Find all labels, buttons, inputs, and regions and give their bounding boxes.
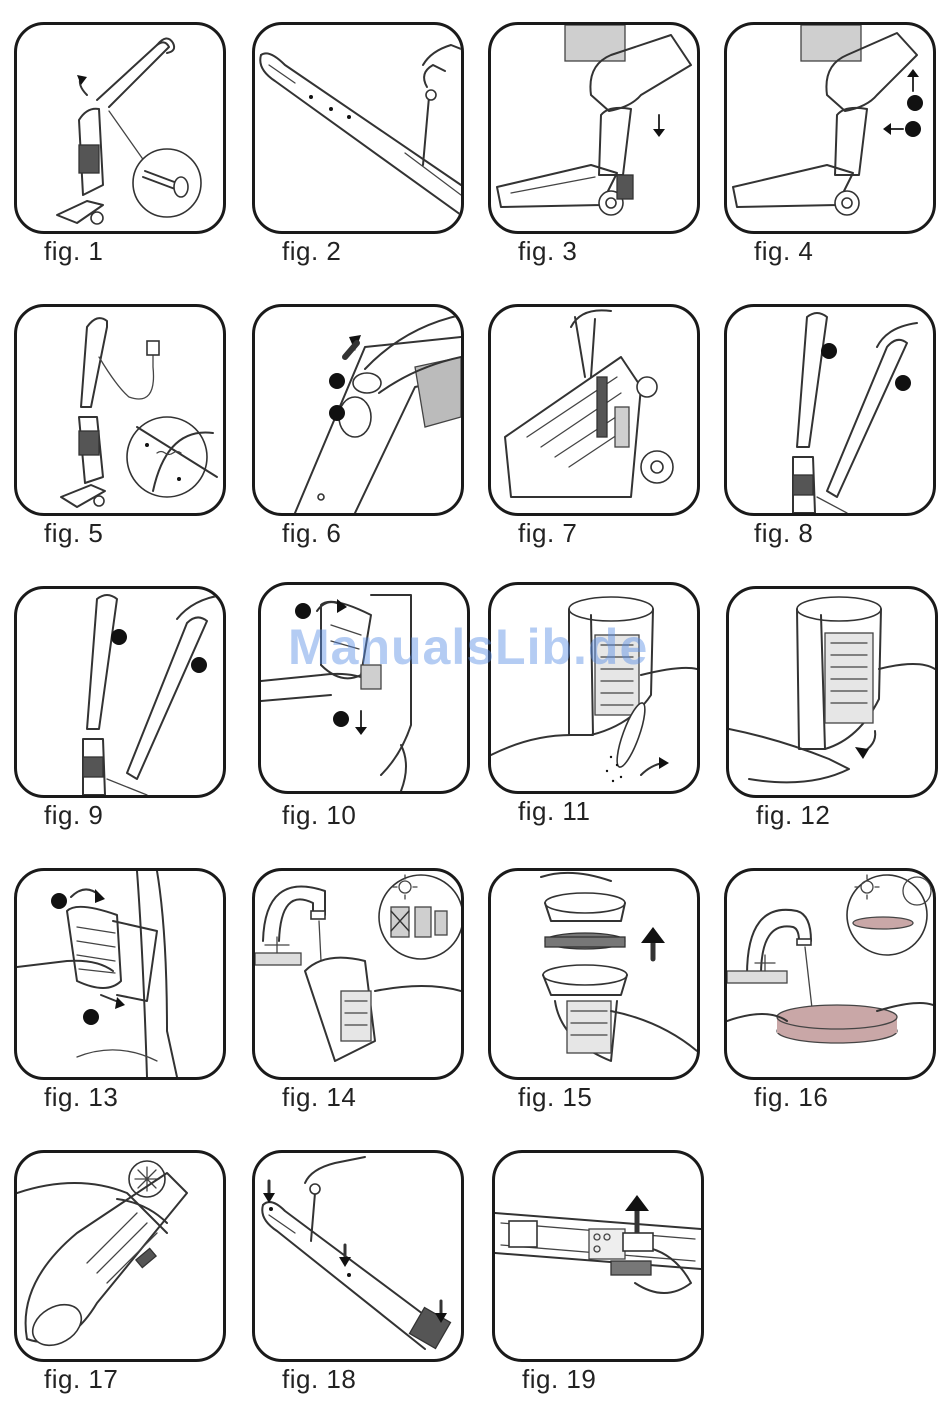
figure-16-caption: fig. 16 — [754, 1082, 828, 1113]
figure-14: fig. 14 — [252, 868, 488, 1138]
figure-13-caption: fig. 13 — [44, 1082, 118, 1113]
figure-16: fig. 16 — [724, 868, 950, 1138]
figure-7: fig. 7 — [488, 304, 724, 574]
figure-1: fig. 1 — [14, 22, 250, 292]
figure-8-illustration — [724, 304, 936, 516]
figure-5-caption: fig. 5 — [44, 518, 103, 549]
figure-9: fig. 9 — [14, 586, 250, 856]
figure-4-illustration — [724, 22, 936, 234]
figure-15-caption: fig. 15 — [518, 1082, 592, 1113]
figure-17-caption: fig. 17 — [44, 1364, 118, 1395]
figure-10-illustration — [258, 582, 470, 794]
figure-9-caption: fig. 9 — [44, 800, 103, 831]
figure-6-caption: fig. 6 — [282, 518, 341, 549]
figure-4-caption: fig. 4 — [754, 236, 813, 267]
figure-8-caption: fig. 8 — [754, 518, 813, 549]
figure-14-illustration — [252, 868, 464, 1080]
figure-11-illustration — [488, 582, 700, 794]
figure-15: fig. 15 — [488, 868, 724, 1138]
figure-9-illustration — [14, 586, 226, 798]
figure-2-illustration — [252, 22, 464, 234]
figure-13-illustration — [14, 868, 226, 1080]
figure-11-caption: fig. 11 — [518, 796, 590, 827]
figure-14-caption: fig. 14 — [282, 1082, 356, 1113]
figure-12-caption: fig. 12 — [756, 800, 830, 831]
figure-18: fig. 18 — [252, 1150, 488, 1420]
figure-12: fig. 12 — [726, 586, 950, 856]
figure-17-illustration — [14, 1150, 226, 1362]
figure-19-caption: fig. 19 — [522, 1364, 596, 1395]
figure-3-caption: fig. 3 — [518, 236, 577, 267]
figure-17: fig. 17 — [14, 1150, 250, 1420]
figure-18-illustration — [252, 1150, 464, 1362]
figure-3-illustration — [488, 22, 700, 234]
figure-2: fig. 2 — [252, 22, 488, 292]
figure-15-illustration — [488, 868, 700, 1080]
figure-1-illustration — [14, 22, 226, 234]
figure-19-illustration — [492, 1150, 704, 1362]
figure-10: fig. 10 — [258, 582, 494, 852]
figure-6-illustration — [252, 304, 464, 516]
figure-12-illustration — [726, 586, 938, 798]
figure-11: fig. 11 — [488, 582, 724, 852]
figure-18-caption: fig. 18 — [282, 1364, 356, 1395]
figure-2-caption: fig. 2 — [282, 236, 341, 267]
figure-16-illustration — [724, 868, 936, 1080]
figure-8: fig. 8 — [724, 304, 950, 574]
figure-5: fig. 5 — [14, 304, 250, 574]
figure-19: fig. 19 — [492, 1150, 728, 1420]
figure-10-caption: fig. 10 — [282, 800, 356, 831]
figure-7-illustration — [488, 304, 700, 516]
figure-1-caption: fig. 1 — [44, 236, 103, 267]
figure-4: fig. 4 — [724, 22, 950, 292]
figure-7-caption: fig. 7 — [518, 518, 577, 549]
figure-3: fig. 3 — [488, 22, 724, 292]
figure-6: fig. 6 — [252, 304, 488, 574]
figure-5-illustration — [14, 304, 226, 516]
figure-13: fig. 13 — [14, 868, 250, 1138]
